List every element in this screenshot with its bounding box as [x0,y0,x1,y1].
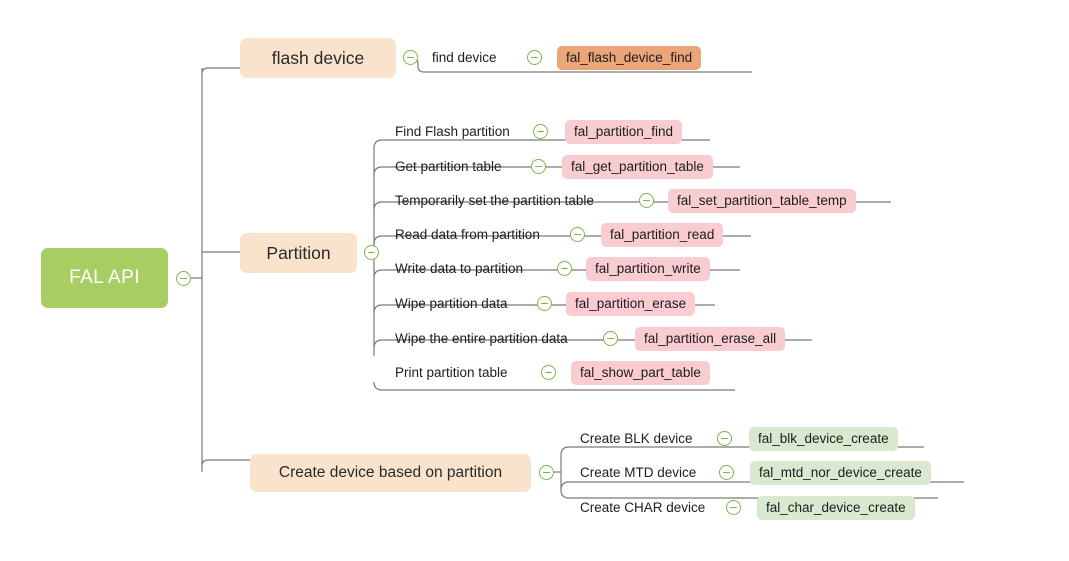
branch-label-flash-device: flash device [271,47,365,68]
leaf-collapse-minus-icon-print-partition-table[interactable] [541,365,556,380]
leaf-collapse-minus-icon-create-mtd-device[interactable] [719,465,734,480]
api-badge-fal-set-partition-table-temp[interactable]: fal_set_partition_table_temp [668,189,856,213]
api-badge-fal-partition-write[interactable]: fal_partition_write [586,257,710,281]
leaf-label-get-partition-table[interactable]: Get partition table [395,159,502,174]
leaf-label-read-data-from-partition[interactable]: Read data from partition [395,227,540,242]
leaf-label-find-device[interactable]: find device [432,50,497,65]
leaf-label-wipe-partition-data[interactable]: Wipe partition data [395,296,508,311]
leaf-collapse-minus-icon-find-device[interactable] [527,50,542,65]
api-badge-fal-mtd-nor-device-create[interactable]: fal_mtd_nor_device_create [750,461,931,485]
api-badge-fal-flash-device-find[interactable]: fal_flash_device_find [557,46,702,70]
api-badge-fal-partition-erase[interactable]: fal_partition_erase [566,292,696,316]
api-badge-fal-partition-erase-all[interactable]: fal_partition_erase_all [635,327,786,351]
root-node-label: FAL API [69,267,140,288]
leaf-collapse-minus-icon-wipe-partition-data[interactable] [537,296,552,311]
api-badge-fal-blk-device-create[interactable]: fal_blk_device_create [749,427,898,451]
leaf-collapse-minus-icon-find-flash-partition[interactable] [533,124,548,139]
api-badge-fal-partition-find[interactable]: fal_partition_find [565,120,683,144]
leaf-collapse-minus-icon-create-blk-device[interactable] [717,431,732,446]
api-badge-fal-char-device-create[interactable]: fal_char_device_create [757,496,915,520]
root-node[interactable]: FAL API [41,248,168,308]
branch-label-partition: Partition [266,242,331,263]
branch-line-flash-device [201,67,240,75]
branch-node-flash-device[interactable]: flash device [240,38,396,78]
leaf-label-temporarily-set-the-partition-table[interactable]: Temporarily set the partition table [395,193,594,208]
leaf-collapse-minus-icon-read-data-from-partition[interactable] [570,227,585,242]
api-badge-fal-partition-read[interactable]: fal_partition_read [601,223,724,247]
branch-collapse-minus-icon-create-device[interactable] [539,465,554,480]
leaf-collapse-minus-icon-get-partition-table[interactable] [531,159,546,174]
leaf-collapse-minus-icon-create-char-device[interactable] [726,500,741,515]
api-badge-fal-show-part-table[interactable]: fal_show_part_table [571,361,710,385]
branch-node-partition[interactable]: Partition [240,233,357,273]
leaf-label-create-blk-device[interactable]: Create BLK device [580,431,693,446]
leaf-label-print-partition-table[interactable]: Print partition table [395,365,508,380]
branch-line-create-device [201,459,250,467]
leaf-label-create-char-device[interactable]: Create CHAR device [580,500,706,515]
root-collapse-minus-icon[interactable] [176,271,191,286]
leaf-label-write-data-to-partition[interactable]: Write data to partition [395,261,524,276]
branch-label-create-device: Create device based on partition [278,464,503,481]
branch-node-create-device[interactable]: Create device based on partition [250,454,531,492]
leaf-label-wipe-the-entire-partition-data[interactable]: Wipe the entire partition data [395,331,568,346]
branch-collapse-minus-icon-flash-device[interactable] [403,50,418,65]
leaf-label-find-flash-partition[interactable]: Find Flash partition [395,124,510,139]
leaf-collapse-minus-icon-temporarily-set-the-partition-table[interactable] [639,193,654,208]
leaf-collapse-minus-icon-write-data-to-partition[interactable] [557,261,572,276]
api-badge-fal-get-partition-table[interactable]: fal_get_partition_table [562,155,713,179]
branch-collapse-minus-icon-partition[interactable] [364,245,379,260]
leaf-label-create-mtd-device[interactable]: Create MTD device [580,465,697,480]
leaf-collapse-minus-icon-wipe-the-entire-partition-data[interactable] [603,331,618,346]
